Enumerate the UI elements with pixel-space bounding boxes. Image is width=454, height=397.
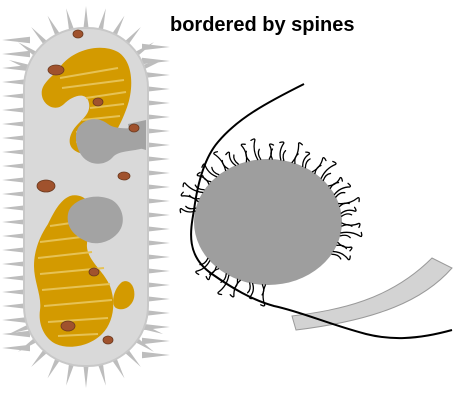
hair xyxy=(196,261,210,275)
hair xyxy=(230,280,240,296)
hair xyxy=(321,161,336,178)
hair xyxy=(295,154,298,163)
hair xyxy=(258,149,260,159)
hair xyxy=(340,235,350,237)
spine xyxy=(142,338,170,344)
hair xyxy=(262,285,264,295)
hair xyxy=(315,166,321,174)
spine xyxy=(2,51,30,57)
hair xyxy=(190,195,199,198)
hair xyxy=(234,155,239,164)
hair xyxy=(214,152,226,171)
caption-text: bordered by spines xyxy=(170,14,355,37)
hair xyxy=(283,151,285,161)
cup-figure xyxy=(180,84,452,338)
hair xyxy=(336,193,345,198)
hair xyxy=(305,159,310,168)
hair xyxy=(341,207,356,213)
hair xyxy=(234,279,238,288)
spine xyxy=(2,37,30,43)
hair xyxy=(222,160,228,168)
hair xyxy=(323,173,330,180)
hair xyxy=(329,178,343,186)
spine xyxy=(142,352,170,358)
hair xyxy=(251,139,258,160)
hair xyxy=(337,245,346,248)
hair xyxy=(313,158,326,172)
hair xyxy=(330,183,338,189)
hair xyxy=(203,176,211,182)
hair xyxy=(195,185,204,190)
hair xyxy=(292,143,302,163)
nucleus xyxy=(194,159,342,285)
spiny-cell xyxy=(2,6,170,388)
hair xyxy=(332,254,341,259)
hair xyxy=(248,283,251,293)
hair xyxy=(342,214,352,216)
hair xyxy=(212,167,219,174)
hair xyxy=(333,252,350,260)
